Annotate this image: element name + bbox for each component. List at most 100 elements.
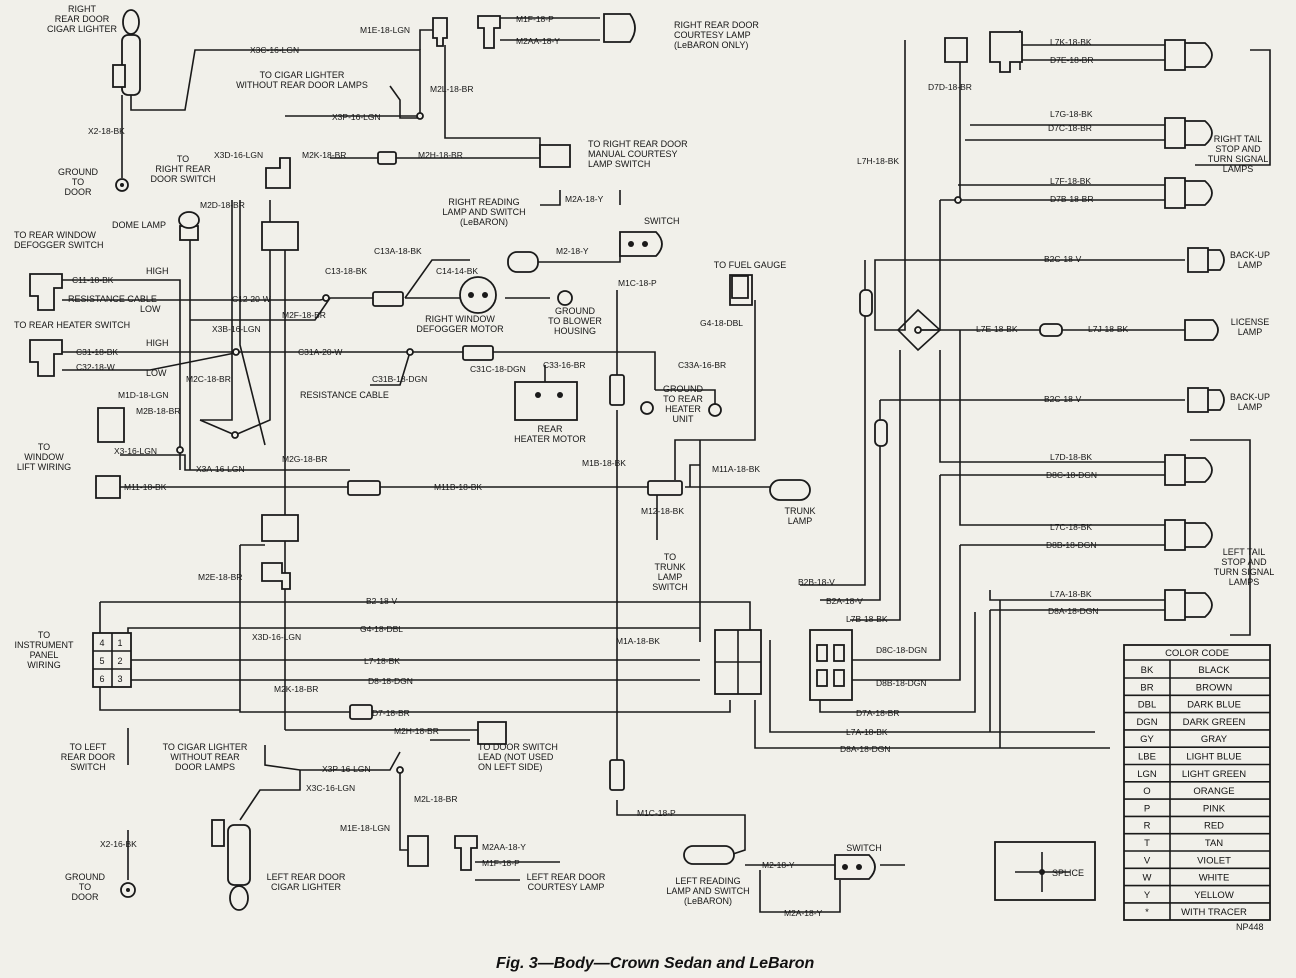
dome-lamp-icon bbox=[178, 211, 200, 241]
splice-dot-icon bbox=[176, 112, 962, 774]
color-code-name: WHITE bbox=[1199, 873, 1230, 884]
wire-code-label: L7D-18-BK bbox=[1050, 452, 1092, 462]
component-label-switch-top: SWITCH bbox=[644, 216, 680, 226]
component-label-resistance-cable2: RESISTANCE CABLE bbox=[300, 390, 389, 400]
switch-icon bbox=[619, 231, 876, 880]
wire-code-label: C33-16-BR bbox=[543, 360, 586, 370]
wire-code-label: M1B-18-BK bbox=[582, 458, 626, 468]
color-code-abbrev: DGN bbox=[1136, 717, 1157, 728]
wire-code-label: M2AA-18-Y bbox=[516, 36, 560, 46]
wire-code-label: X3B-16-LGN bbox=[212, 324, 261, 334]
multi-connector-icon bbox=[714, 629, 853, 701]
wire-code-label: X3A-16-LGN bbox=[196, 464, 245, 474]
wire-code-label: L7K-18-BK bbox=[1050, 37, 1092, 47]
wire-code-label: D8B-18-DGN bbox=[1046, 540, 1097, 550]
wire-code-label: C11-18-BK bbox=[72, 275, 114, 285]
wire-code-label: L7A-18-BK bbox=[1050, 589, 1092, 599]
wire-code-label: B2B-18-V bbox=[798, 577, 835, 587]
wire-code-label: X2-16-BK bbox=[100, 839, 137, 849]
wire-code-label: C31C-18-DGN bbox=[470, 364, 526, 374]
color-code-name: TAN bbox=[1205, 838, 1223, 849]
wire-code-label: M1D-18-LGN bbox=[118, 390, 169, 400]
instrument-connector-icon bbox=[92, 632, 132, 688]
wire-code-label: L7J-18-BK bbox=[1088, 324, 1128, 334]
connector-pin-label: 3 bbox=[117, 674, 122, 684]
color-code-abbrev: Y bbox=[1144, 890, 1151, 901]
connector-pin-label: 2 bbox=[117, 656, 122, 666]
component-label-splice: SPLICE bbox=[1052, 868, 1084, 878]
wire-code-label: M2B-18-BR bbox=[136, 406, 180, 416]
color-code-abbrev: * bbox=[1145, 907, 1149, 918]
wire-code-label: D8C-18-DGN bbox=[876, 645, 927, 655]
wire-code-label: L7-18-BK bbox=[364, 656, 400, 666]
wire-code-label: X2-18-BK bbox=[88, 126, 125, 136]
connector-pin-label: 6 bbox=[99, 674, 104, 684]
connector-pin-label: 1 bbox=[117, 638, 122, 648]
wire-code-label: M11-18-BK bbox=[124, 482, 167, 492]
wire-code-label: C31B-18-DGN bbox=[372, 374, 427, 384]
left-cigar-lighter-icon bbox=[120, 819, 251, 911]
wire-code-label: D8A-18-DGN bbox=[840, 744, 891, 754]
component-label-high1: HIGH bbox=[146, 266, 169, 276]
wire-code-label: M2L-18-BR bbox=[430, 84, 473, 94]
heater-motor-icon bbox=[514, 381, 722, 421]
wire-code-label: L7H-18-BK bbox=[857, 156, 899, 166]
component-label-rear-heater-switch: TO REAR HEATER SWITCH bbox=[14, 320, 130, 330]
color-code-abbrev: LBE bbox=[1138, 752, 1156, 763]
component-label-high2: HIGH bbox=[146, 338, 169, 348]
wire-code-label: M12-18-BK bbox=[641, 506, 684, 516]
wire-code-label: M1E-18-LGN bbox=[340, 823, 390, 833]
color-code-name: LIGHT GREEN bbox=[1182, 769, 1246, 780]
fuel-gauge-connector-icon bbox=[731, 275, 749, 299]
wire-code-label: M2-18-Y bbox=[762, 860, 795, 870]
wire-code-label: C14-14-BK bbox=[436, 266, 478, 276]
component-label-low1: LOW bbox=[140, 304, 161, 314]
color-code-title: COLOR CODE bbox=[1165, 648, 1229, 659]
wire-code-label: D7D-18-BR bbox=[928, 82, 972, 92]
wire-code-label: M2K-18-BR bbox=[274, 684, 318, 694]
ref-code: NP448 bbox=[1236, 922, 1264, 932]
wire-code-label: M2H-18-BR bbox=[394, 726, 439, 736]
trunk-lamp-icon bbox=[769, 479, 811, 501]
wire-code-label: D7-18-BR bbox=[372, 708, 410, 718]
wire-code-label: C13A-18-BK bbox=[374, 246, 422, 256]
color-code-name: RED bbox=[1204, 821, 1224, 832]
color-code-name: WITH TRACER bbox=[1181, 907, 1247, 918]
backup-lamp-icon bbox=[1187, 247, 1225, 413]
wire-code-label: M2A-18-Y bbox=[784, 908, 823, 918]
component-label-to-fuel-gauge: TO FUEL GAUGE bbox=[714, 260, 787, 270]
color-code-name: ORANGE bbox=[1193, 786, 1234, 797]
wire-code-label: L7B-18-BK bbox=[846, 614, 888, 624]
color-code-abbrev: P bbox=[1144, 803, 1150, 814]
color-code-name: PINK bbox=[1203, 803, 1226, 814]
blower-motor-icon bbox=[459, 276, 573, 314]
wire-code-label: M2G-18-BR bbox=[282, 454, 327, 464]
color-code-abbrev: BK bbox=[1141, 665, 1154, 676]
color-code-abbrev: R bbox=[1144, 821, 1151, 832]
splice-legend bbox=[994, 841, 1096, 901]
wire-code-label: M1E-18-LGN bbox=[360, 25, 410, 35]
wire-code-label: L7F-18-BK bbox=[1050, 176, 1091, 186]
wire-code-label: X3C-16-LGN bbox=[306, 783, 355, 793]
wire-code-label: D7C-18-BR bbox=[1048, 123, 1092, 133]
color-code-abbrev: T bbox=[1144, 838, 1150, 849]
wire-code-label: M11B-18-BK bbox=[434, 482, 482, 492]
color-code-name: BLACK bbox=[1198, 665, 1230, 676]
wire-code-label: L7G-18-BK bbox=[1050, 109, 1093, 119]
